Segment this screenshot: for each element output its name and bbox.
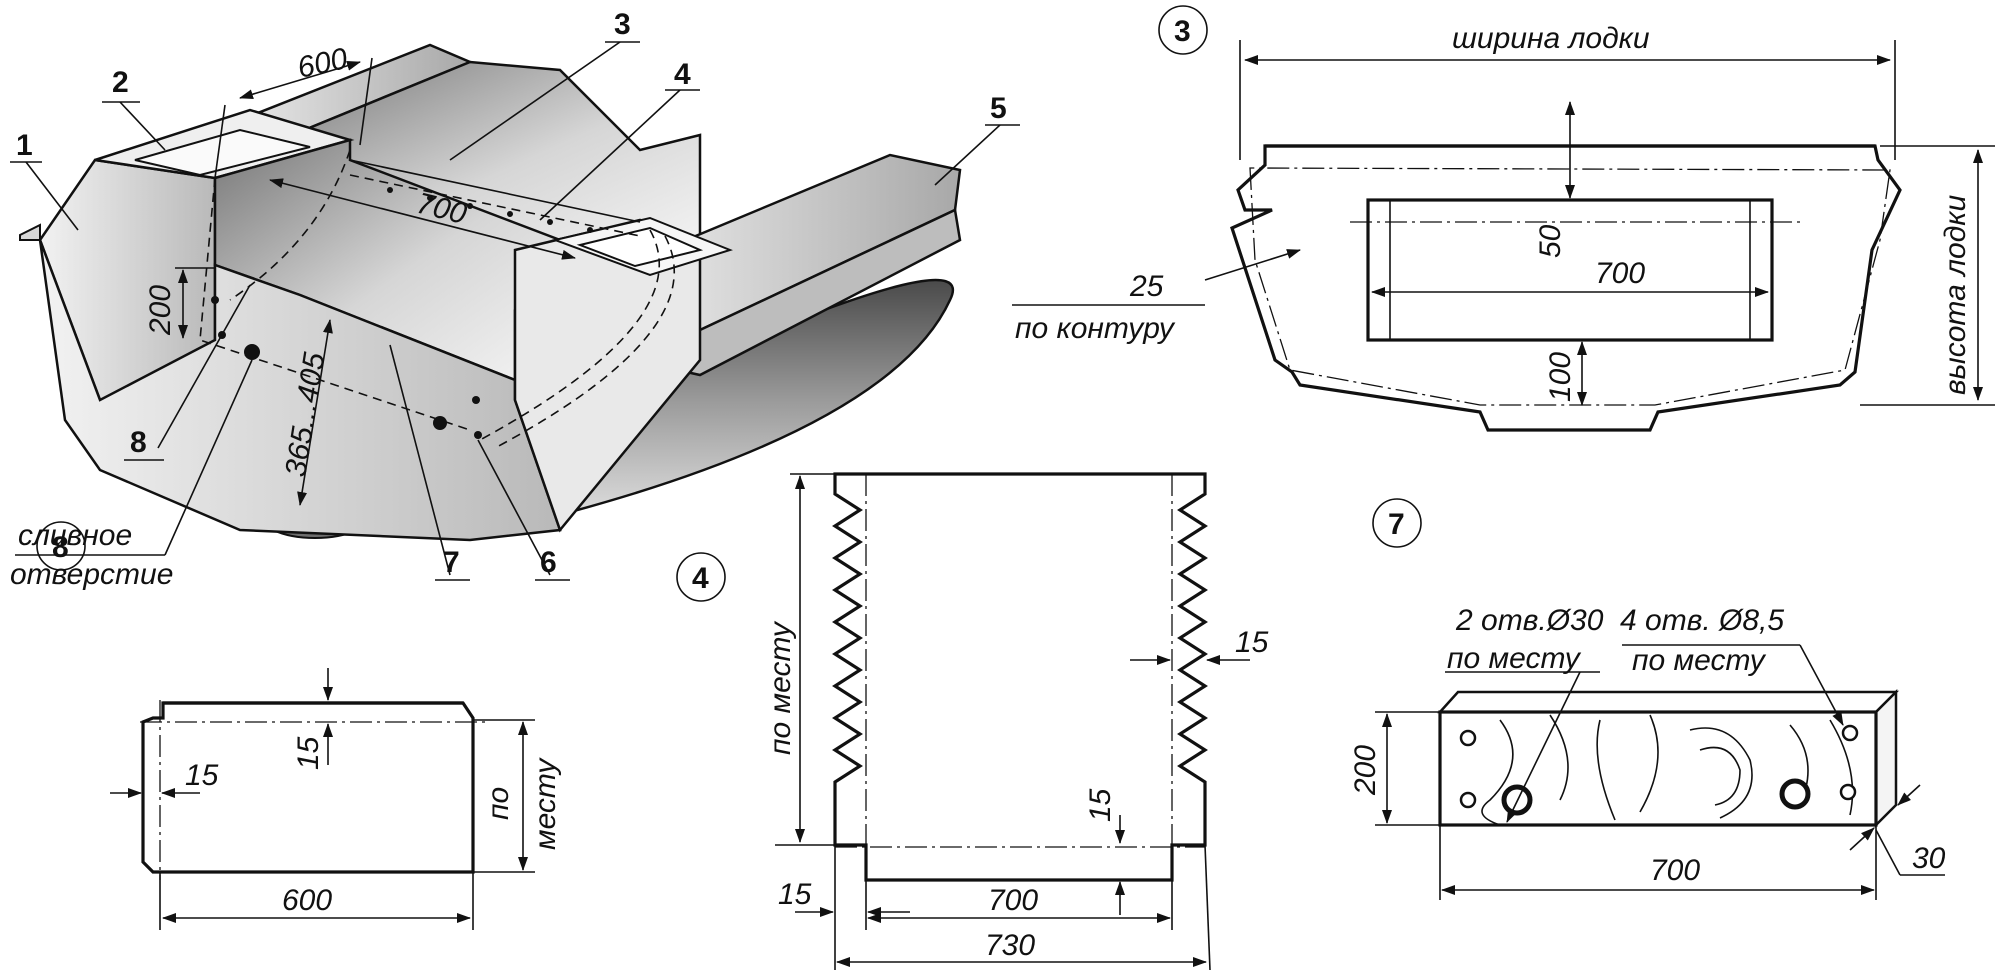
d7-small-hole-3 bbox=[1841, 724, 1859, 742]
leader-6 bbox=[477, 439, 551, 576]
d7-holes2-line2: по месту bbox=[1632, 644, 1767, 677]
d8-dim15-top-label: 15 bbox=[292, 736, 325, 770]
d3-height-label: высота лодки bbox=[1939, 195, 1972, 395]
d3-centerline-outline bbox=[1249, 167, 1891, 406]
d7-dim-30-leader bbox=[1875, 829, 1901, 876]
leader-drain bbox=[164, 359, 253, 556]
d3-contour-label: по контуру bbox=[1015, 312, 1176, 345]
leader-4 bbox=[539, 89, 681, 221]
drain-label-line2: отверстие bbox=[10, 558, 173, 591]
right-hatch bbox=[576, 226, 704, 268]
dim-200-label: 200 bbox=[144, 285, 177, 336]
d7-dim-30-label: 30 bbox=[1912, 842, 1946, 875]
d3-dim-50-label: 50 bbox=[1534, 224, 1567, 258]
d4-dim-700-label: 700 bbox=[988, 884, 1038, 917]
drain-hole-2 bbox=[433, 416, 447, 430]
callout-3: 3 bbox=[614, 8, 631, 41]
d7-leader-holes1 bbox=[1506, 671, 1581, 823]
d7-small-hole-2 bbox=[1459, 791, 1477, 809]
detail4-badge bbox=[676, 552, 726, 602]
leader-8 bbox=[157, 284, 251, 449]
main-view: 600 700 200 365...405 1 2 3 4 5 6 7 bbox=[10, 8, 1020, 591]
d7-leader-holes2 bbox=[1799, 644, 1844, 726]
d3-dim-100-label: 100 bbox=[1544, 352, 1577, 402]
callout-7: 7 bbox=[443, 546, 460, 579]
callout-8: 8 bbox=[130, 426, 147, 459]
dim-365-line bbox=[297, 319, 333, 506]
d4-dim15-bottom-label: 15 bbox=[1084, 788, 1117, 822]
leader-1 bbox=[25, 161, 79, 231]
hidden-line-right bbox=[479, 229, 660, 441]
leader-3 bbox=[449, 41, 621, 161]
hidden-line-left bbox=[199, 177, 471, 431]
leader-7 bbox=[389, 344, 451, 576]
detail8-badge-label: 8 bbox=[52, 531, 69, 564]
d8-dim-600-label: 600 bbox=[282, 884, 332, 917]
d4-dim-730-label: 730 bbox=[985, 929, 1035, 962]
strip-part4-bottom bbox=[299, 294, 516, 381]
detail3-badge-label: 3 bbox=[1174, 15, 1191, 48]
detail-7: 7 2 отв.Ø30 по месту 4 отв. Ø8,5 по мест… bbox=[1349, 498, 1946, 900]
d7-front-face bbox=[1438, 710, 1878, 827]
detail7-badge bbox=[1372, 498, 1422, 548]
transom-ledge bbox=[19, 223, 41, 241]
d8-outline bbox=[141, 701, 475, 874]
d7-holes1-line2: по месту bbox=[1447, 642, 1582, 675]
detail8-badge bbox=[36, 521, 86, 571]
leader-2 bbox=[119, 101, 166, 151]
d7-holes2-line1: 4 отв. Ø8,5 bbox=[1620, 604, 1784, 637]
d7-dim-200-label: 200 bbox=[1349, 745, 1382, 796]
d7-small-hole-1 bbox=[1459, 729, 1477, 747]
callout-5: 5 bbox=[990, 92, 1007, 125]
dim-600-ext2 bbox=[359, 57, 373, 146]
d4-ext-r2 bbox=[1204, 844, 1211, 971]
d7-dim-30-b bbox=[1897, 784, 1921, 806]
detail-8: 8 15 15 600 по месту bbox=[36, 521, 562, 930]
dim-700-line bbox=[269, 178, 576, 260]
d8-side-label-1: по bbox=[482, 787, 515, 820]
d4-dim15-left-label: 15 bbox=[778, 878, 812, 911]
detail3-badge bbox=[1158, 5, 1208, 55]
drain-hole bbox=[244, 344, 260, 360]
hidden-line-right2 bbox=[494, 235, 675, 449]
d4-dim15-right-label: 15 bbox=[1235, 626, 1269, 659]
d7-dim-700-label: 700 bbox=[1650, 854, 1700, 887]
d8-dim15-left-label: 15 bbox=[185, 759, 219, 792]
d7-large-hole-2 bbox=[1779, 778, 1811, 810]
d3-dim-25-label: 25 bbox=[1129, 270, 1164, 303]
dim-600-line bbox=[239, 60, 361, 100]
detail7-badge-label: 7 bbox=[1388, 508, 1405, 541]
left-hatch bbox=[134, 128, 311, 177]
callout-2: 2 bbox=[112, 66, 129, 99]
callout-1: 1 bbox=[16, 129, 33, 162]
d3-outline bbox=[1230, 144, 1902, 432]
drain-label-line1: сливное bbox=[18, 519, 132, 552]
d3-dim-25-arrow bbox=[1204, 249, 1301, 281]
detail-3: 3 ширина лодки 700 50 100 высота лодки 2… bbox=[1012, 5, 1995, 432]
callout-4: 4 bbox=[674, 58, 691, 91]
d7-dim-30-a bbox=[1849, 827, 1875, 851]
d7-small-hole-4 bbox=[1839, 783, 1857, 801]
d8-side-label-2: месту bbox=[529, 757, 562, 850]
leader-5 bbox=[934, 124, 1001, 186]
d3-cutout bbox=[1366, 198, 1774, 342]
d7-holes1-line1: 2 отв.Ø30 bbox=[1455, 604, 1604, 637]
detail4-badge-label: 4 bbox=[692, 562, 709, 595]
d4-outline bbox=[832, 472, 1208, 882]
detail-4: 4 по месту 15 15 15 700 730 bbox=[676, 472, 1269, 971]
d3-dim-700-label: 700 bbox=[1595, 257, 1645, 290]
dim-600-ext1 bbox=[214, 104, 226, 179]
d3-width-label: ширина лодки bbox=[1452, 22, 1650, 55]
callout-6: 6 bbox=[540, 546, 557, 579]
d7-end-face bbox=[1874, 688, 1898, 829]
d4-side-label: по месту bbox=[764, 620, 797, 755]
